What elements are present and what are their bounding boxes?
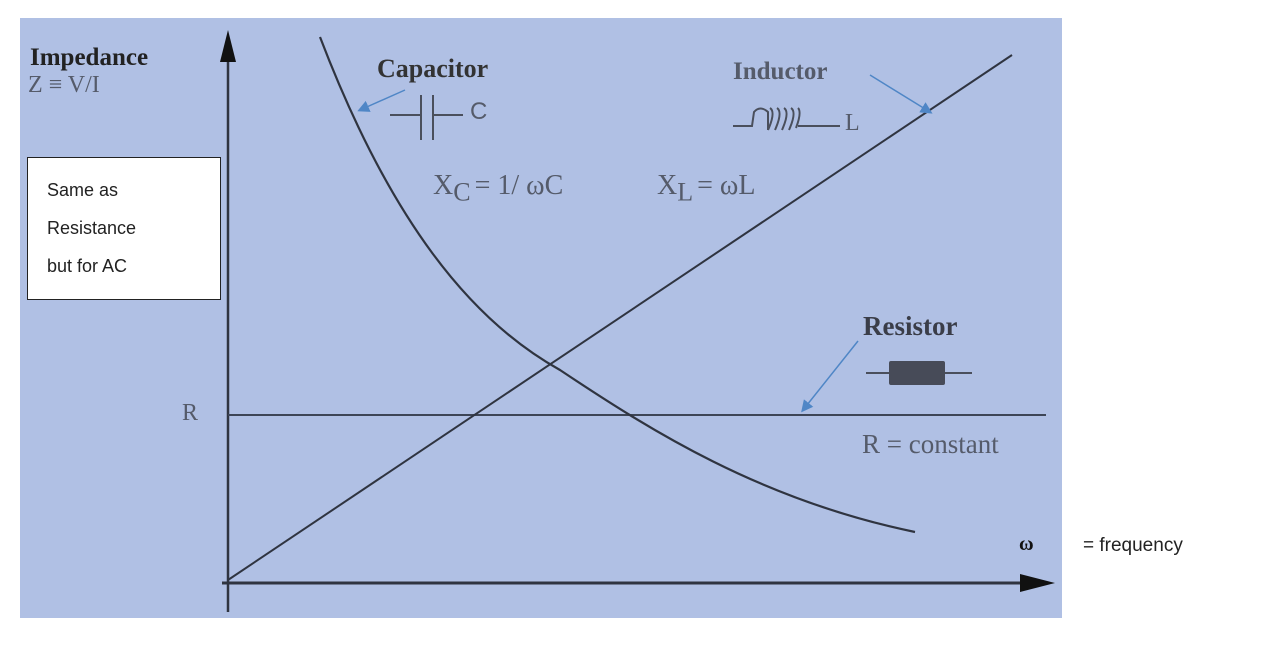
inductor-formula: XL= ωL <box>657 170 755 208</box>
formula-rest: = 1/ ωC <box>474 170 564 201</box>
formula-sub: C <box>453 177 471 207</box>
formula-rest: = ωL <box>697 170 756 201</box>
r-tick-label: R <box>182 400 199 426</box>
formula-x: X <box>433 170 454 201</box>
diagram-panel <box>20 18 1062 618</box>
y-axis-subtitle: Z ≡ V/I <box>28 72 100 98</box>
y-axis-title: Impedance <box>30 44 149 71</box>
capacitor-pointer-arrow <box>357 89 406 112</box>
x-axis-symbol: ω <box>1019 533 1034 555</box>
capacitor-label: Capacitor <box>377 54 489 83</box>
y-axis-arrow <box>220 30 236 62</box>
inductor-label: Inductor <box>733 58 828 85</box>
note-line: Same as <box>47 180 119 200</box>
capacitor-formula: XC= 1/ ωC <box>433 170 563 208</box>
capacitor-symbol-icon <box>390 95 463 140</box>
resistor-label: Resistor <box>863 311 958 341</box>
note-line: Resistance <box>47 218 137 238</box>
note-box: Same as Resistance but for AC <box>27 157 221 300</box>
inductor-symbol-icon <box>733 107 840 131</box>
resistor-pointer-arrow <box>801 340 859 413</box>
capacitor-symbol-label: C <box>470 98 488 125</box>
x-axis-note: = frequency <box>1083 535 1183 556</box>
x-axis-arrow <box>1020 574 1055 592</box>
inductive-reactance-line <box>227 54 1013 581</box>
formula-x: X <box>657 170 678 201</box>
inductor-symbol-label: L <box>845 110 860 136</box>
inductor-pointer-arrow <box>869 74 933 114</box>
note-line: but for AC <box>47 256 128 276</box>
formula-sub: L <box>677 177 694 207</box>
resistor-symbol-icon <box>866 361 972 385</box>
resistor-formula: R = constant <box>862 429 999 459</box>
capacitive-reactance-curve <box>318 36 916 534</box>
